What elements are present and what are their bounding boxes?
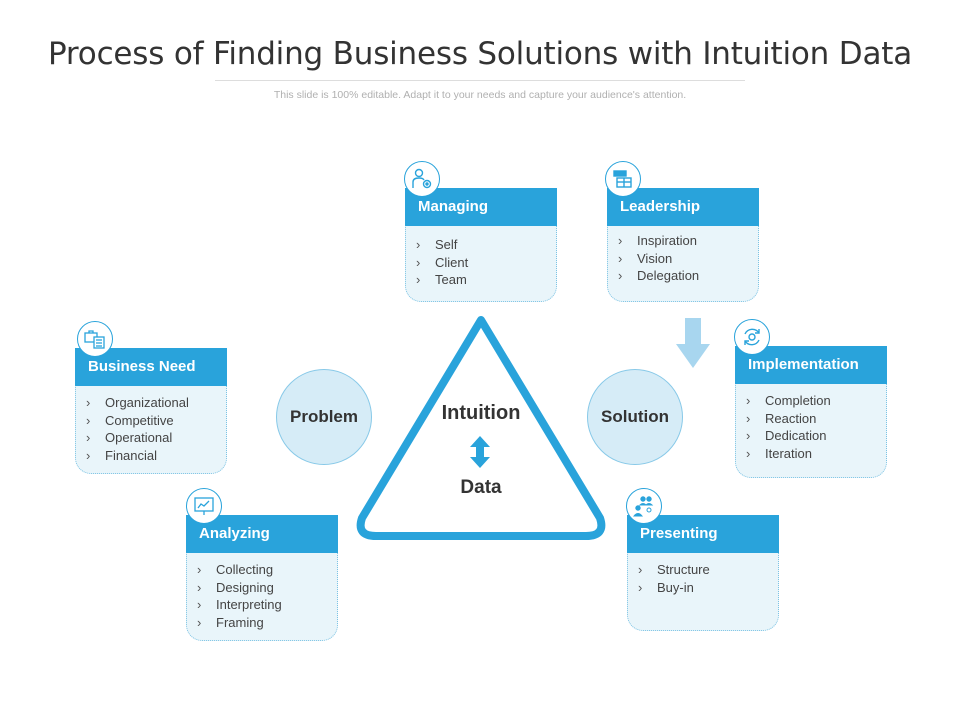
cycle-gear-icon <box>734 319 770 355</box>
list-item: Delegation <box>618 267 699 285</box>
data-label: Data <box>460 477 502 498</box>
list-item: Collecting <box>197 561 282 579</box>
list-item: Operational <box>86 429 189 447</box>
analyzing-card-list: Collecting Designing Interpreting Framin… <box>197 561 282 631</box>
list-item: Buy-in <box>638 579 710 597</box>
business-need-card-list: Organizational Competitive Operational F… <box>86 394 189 464</box>
briefcase-document-icon <box>77 321 113 357</box>
down-arrow-icon <box>676 318 710 368</box>
business-need-card: Business Need Organizational Competitive… <box>75 348 227 474</box>
managing-card: Managing Self Client Team <box>405 188 557 302</box>
list-item: Self <box>416 236 468 254</box>
solution-node: Solution <box>587 369 683 465</box>
slide-title: Process of Finding Business Solutions wi… <box>47 36 913 72</box>
chart-board-icon <box>186 488 222 524</box>
list-item: Vision <box>618 250 699 268</box>
slide-subtitle: This slide is 100% editable. Adapt it to… <box>273 89 687 101</box>
business-need-card-title: Business Need <box>75 348 227 386</box>
presenting-card-list: Structure Buy-in <box>638 561 710 596</box>
presentation-board-icon <box>605 161 641 197</box>
list-item: Structure <box>638 561 710 579</box>
list-item: Completion <box>746 392 831 410</box>
title-divider <box>215 80 745 81</box>
list-item: Organizational <box>86 394 189 412</box>
leadership-card: Leadership Inspiration Vision Delegation <box>607 188 759 302</box>
list-item: Team <box>416 271 468 289</box>
list-item: Iteration <box>746 445 831 463</box>
list-item: Competitive <box>86 412 189 430</box>
presenting-card: Presenting Structure Buy-in <box>627 515 779 631</box>
implementation-card: Implementation Completion Reaction Dedic… <box>735 346 887 478</box>
list-item: Dedication <box>746 427 831 445</box>
list-item: Interpreting <box>197 596 282 614</box>
intuition-data-triangle <box>356 316 606 540</box>
list-item: Client <box>416 254 468 272</box>
analyzing-card: Analyzing Collecting Designing Interpret… <box>186 515 338 641</box>
list-item: Financial <box>86 447 189 465</box>
presenting-card-title: Presenting <box>627 515 779 553</box>
managing-card-title: Managing <box>405 188 557 226</box>
list-item: Designing <box>197 579 282 597</box>
people-meeting-icon <box>626 488 662 524</box>
leadership-card-list: Inspiration Vision Delegation <box>618 232 699 285</box>
list-item: Framing <box>197 614 282 632</box>
user-gear-icon <box>404 161 440 197</box>
implementation-card-list: Completion Reaction Dedication Iteration <box>746 392 831 462</box>
double-arrow-icon <box>470 436 490 468</box>
managing-card-list: Self Client Team <box>416 236 468 289</box>
list-item: Reaction <box>746 410 831 428</box>
problem-node: Problem <box>276 369 372 465</box>
list-item: Inspiration <box>618 232 699 250</box>
intuition-label: Intuition <box>441 402 521 424</box>
